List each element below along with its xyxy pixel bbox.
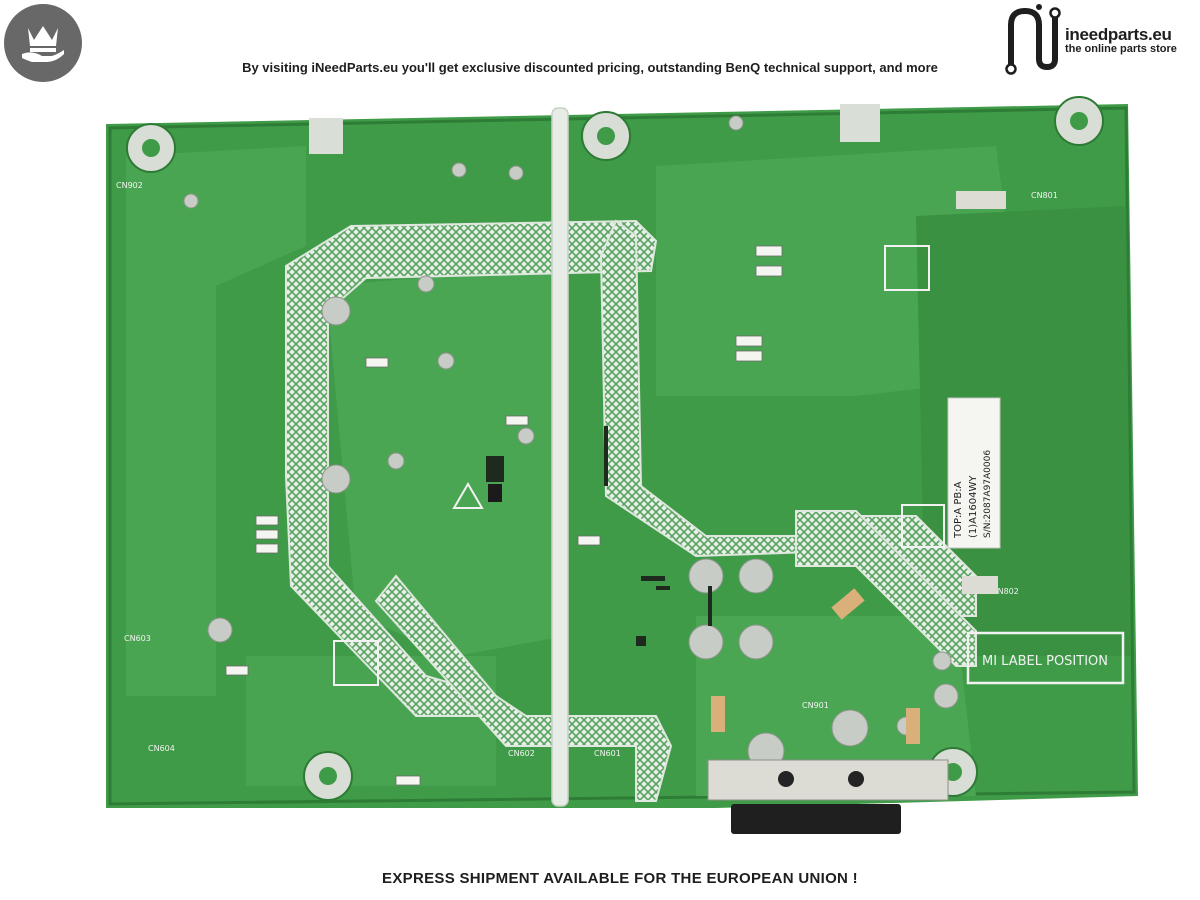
shipping-banner: EXPRESS SHIPMENT AVAILABLE FOR THE EUROP… (382, 870, 858, 887)
connector-label: CN603 (124, 634, 151, 643)
connector-label: CN801 (1031, 191, 1058, 200)
brand-name: ineedparts.eu (1065, 25, 1172, 44)
connector-label: CN901 (802, 701, 829, 710)
crown-badge (4, 4, 82, 82)
sticker-line-2: (1)A1604WY (968, 475, 979, 538)
connector-label: CN604 (148, 744, 175, 753)
crown-on-hand-icon (22, 26, 64, 62)
pcb-board-image: TOP:A PB:A (1)A1604WY S/N:2087A97A0006 M… (106, 96, 1138, 834)
brand-tagline: the online parts store (1065, 43, 1177, 55)
connector-label: CN902 (116, 181, 143, 190)
connector-label: CN601 (594, 749, 621, 758)
promo-banner: By visiting iNeedParts.eu you'll get exc… (242, 60, 938, 75)
connector-label: CN602 (508, 749, 535, 758)
sticker-line-3: S/N:2087A97A0006 (983, 450, 993, 538)
connector-label: CN802 (992, 587, 1019, 596)
mi-label-position: MI LABEL POSITION (982, 654, 1108, 669)
n-circuit-logo-icon (1005, 4, 1061, 75)
sticker-line-1: TOP:A PB:A (953, 481, 964, 539)
brand-logo[interactable]: ineedparts.eu the online parts store (1003, 3, 1198, 75)
